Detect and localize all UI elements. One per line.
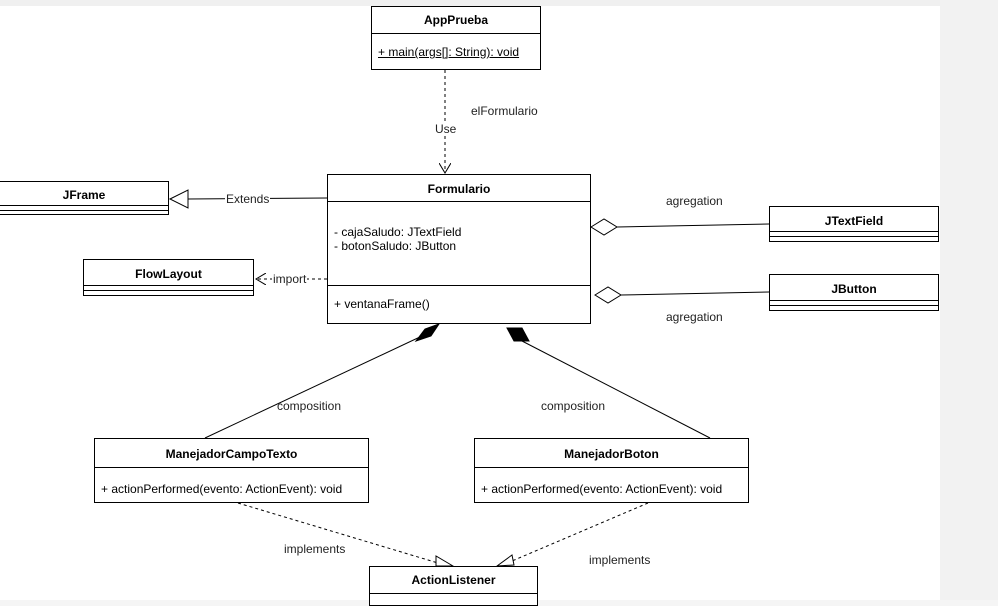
class-flowlayout-name: FlowLayout [84,260,253,286]
agregation-button-diamond [594,286,622,304]
import-label: import [272,272,308,286]
class-manejador-campo-texto[interactable]: ManejadorCampoTexto + actionPerformed(ev… [94,438,369,503]
class-app-prueba[interactable]: AppPrueba + main(args[]: String): void [371,6,541,70]
class-formulario-attributes: - cajaSaludo: JTextField - botonSaludo: … [328,202,590,286]
class-jtextfield[interactable]: JTextField [769,206,939,242]
implements-left-arrowhead [435,555,455,567]
implements-left-label: implements [284,542,346,556]
class-action-listener[interactable]: ActionListener [369,566,538,606]
class-jframe-sep [0,206,168,211]
class-jframe-name: JFrame [0,182,168,206]
agregation-textfield-label: agregation [666,194,723,208]
class-manejador-boton[interactable]: ManejadorBoton + actionPerformed(evento:… [474,438,749,503]
class-jframe[interactable]: JFrame [0,181,169,215]
agregation-textfield-edge [616,223,770,228]
class-manejador-campo-texto-name: ManejadorCampoTexto [95,439,368,468]
attribute-caja-saludo: - cajaSaludo: JTextField [334,225,462,239]
class-manejador-campo-texto-methods: + actionPerformed(evento: ActionEvent): … [95,468,368,496]
class-action-listener-name: ActionListener [370,567,537,594]
implements-left-edge [237,502,439,564]
agregation-button-label: agregation [666,310,723,324]
method-ventana-frame: + ventanaFrame() [334,297,430,311]
composition-left-label: composition [277,399,342,413]
method-action-performed-texto: + actionPerformed(evento: ActionEvent): … [101,482,343,496]
use-label: Use [434,122,458,136]
class-jbutton-name: JButton [770,275,938,301]
class-formulario-name: Formulario [328,175,590,202]
implements-right-label: implements [589,553,651,567]
implements-right-arrowhead [495,554,515,567]
class-formulario-methods: + ventanaFrame() [328,286,590,311]
implements-right-edge [511,502,649,562]
extends-arrowhead [168,189,189,209]
method-action-performed-boton: + actionPerformed(evento: ActionEvent): … [481,482,723,496]
extends-label: Extends [225,192,271,206]
class-jtextfield-name: JTextField [770,207,938,232]
class-flowlayout-sep [84,286,253,291]
right-gutter [940,0,998,600]
composition-right-label: composition [541,399,606,413]
class-jbutton[interactable]: JButton [769,274,939,311]
class-jtextfield-sep [770,232,938,237]
agregation-button-edge [620,291,770,296]
class-manejador-boton-methods: + actionPerformed(evento: ActionEvent): … [475,468,748,496]
composition-left-edge [204,335,423,439]
top-strip [0,0,940,6]
composition-right-diamond [506,327,530,342]
agregation-textfield-diamond [590,218,618,236]
use-role-label: elFormulario [471,104,538,118]
composition-right-edge [521,340,711,439]
attribute-boton-saludo: - botonSaludo: JButton [334,239,457,253]
class-app-prueba-methods: + main(args[]: String): void [372,34,540,59]
class-jbutton-sep [770,301,938,306]
class-flowlayout[interactable]: FlowLayout [83,259,254,296]
class-app-prueba-name: AppPrueba [372,7,540,34]
class-manejador-boton-name: ManejadorBoton [475,439,748,468]
method-main: + main(args[]: String): void [378,45,520,59]
class-formulario[interactable]: Formulario - cajaSaludo: JTextField - bo… [327,174,591,324]
composition-left-diamond [414,323,441,342]
